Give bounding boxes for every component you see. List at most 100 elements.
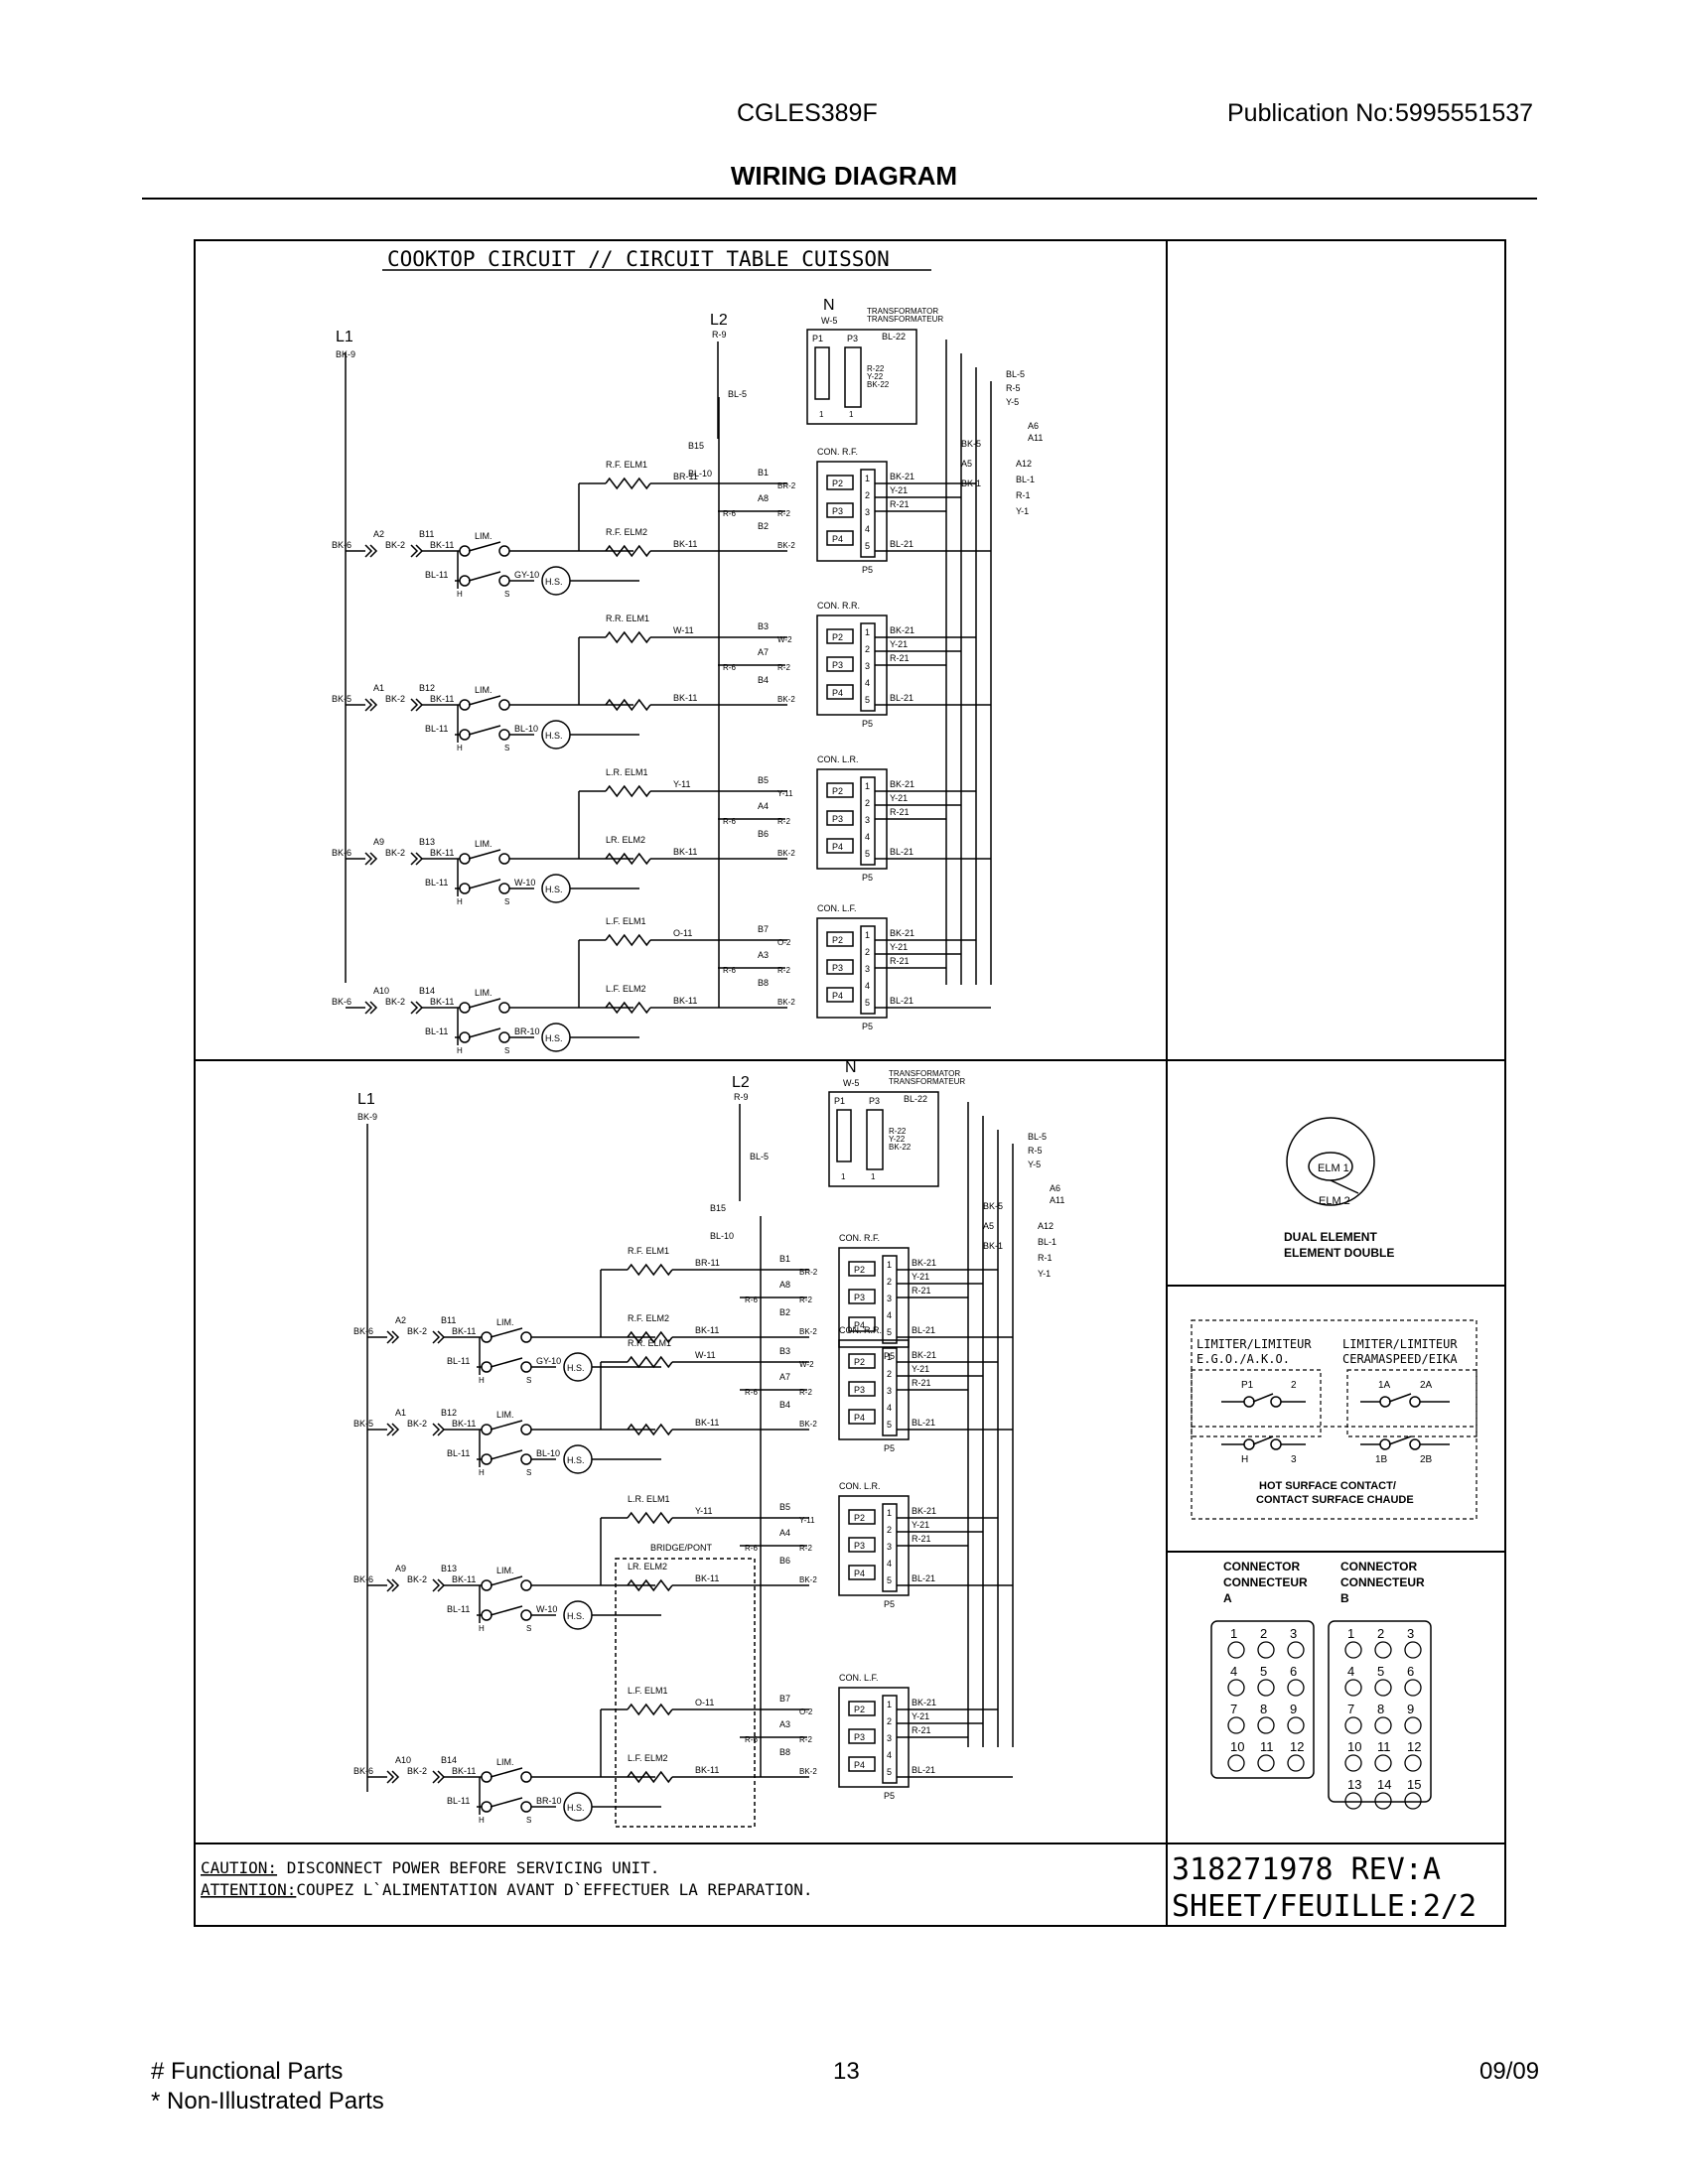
wire-label: BK-22	[889, 1143, 912, 1152]
connector-pins	[860, 622, 876, 712]
connector-pins	[860, 776, 876, 866]
wire-label: H	[457, 590, 463, 599]
plug-label: P2	[832, 632, 843, 642]
plug-label: P4	[832, 991, 843, 1001]
n-label: N	[823, 297, 835, 314]
wire-label: A9	[395, 1564, 406, 1573]
pin-number: 3	[865, 964, 870, 974]
wire-label: R-2	[777, 817, 790, 826]
plug-label: P3	[854, 1541, 865, 1551]
switch-blade	[468, 1027, 501, 1038]
connector-chevron	[369, 852, 378, 866]
non-illustrated-note: * Non-Illustrated Parts	[151, 2088, 384, 2115]
pin-socket	[1257, 1679, 1275, 1697]
wire-label: BK-2	[799, 1575, 817, 1584]
wire-label: BK-11	[695, 1418, 719, 1428]
wire-label: R-22	[889, 1127, 907, 1136]
wire-label: L.F. ELM1	[606, 916, 646, 926]
connector-a-en: CONNECTOR	[1223, 1560, 1300, 1573]
pin-number: 2	[1377, 1626, 1384, 1641]
wire-label: H.S.	[545, 577, 563, 587]
wire-label: BK-5	[983, 1201, 1003, 1211]
pin-number: 1	[865, 627, 870, 637]
wire-label: A6	[1050, 1183, 1060, 1193]
wire-label: A3	[758, 950, 769, 960]
wire-label: A2	[373, 529, 384, 539]
wire-label: R-6	[723, 663, 736, 672]
page-number: 13	[833, 2058, 860, 2085]
wire-label: TRANSFORMATEUR	[867, 315, 943, 324]
wire-label: R.R. ELM1	[628, 1338, 671, 1348]
wire-label: Y-5	[1006, 397, 1019, 407]
limiter-1b: 1B	[1375, 1454, 1388, 1465]
caution-label: CAUTION:	[201, 1858, 277, 1877]
wire-label: BK-11	[430, 848, 454, 858]
wire-label: BK-2	[385, 694, 405, 704]
publication-number: 5995551537	[1395, 99, 1534, 127]
transformer-plug	[866, 1109, 884, 1170]
wire-label: R-21	[890, 653, 910, 663]
wire-label: BR-11	[695, 1258, 720, 1268]
wire-label: BL-5	[1028, 1132, 1047, 1142]
connector-pins	[860, 469, 876, 558]
wire-label: BL-5	[1006, 369, 1025, 379]
wire-label: BK-6	[353, 1574, 373, 1584]
wire-label: B1	[779, 1254, 790, 1264]
wire-label: W-10	[514, 878, 535, 887]
plug-label: P4	[832, 534, 843, 544]
wire-label: B12	[419, 683, 435, 693]
wire-label: LIM.	[475, 531, 492, 541]
wire-label: BK-5	[353, 1419, 373, 1429]
wire-label: BL-21	[890, 539, 914, 549]
connector-chevron	[369, 544, 378, 558]
pin-number: 1	[1230, 1626, 1237, 1641]
wire-label: P1	[812, 334, 823, 343]
wire-label: BK-2	[407, 1574, 427, 1584]
pin-number: 5	[865, 998, 870, 1008]
limiter-symbols	[1221, 1393, 1450, 1450]
wire-label: 1	[819, 410, 824, 419]
heating-element-coil	[627, 1511, 673, 1525]
pin-number: 3	[865, 507, 870, 517]
connector-label: CON. L.R.	[839, 1481, 881, 1491]
pin-number: 14	[1377, 1777, 1391, 1792]
wire-label: BK-11	[695, 1573, 719, 1583]
connector-chevron	[391, 1330, 400, 1344]
limiter-pin-2: 2	[1291, 1380, 1297, 1391]
connector-chevron	[432, 1578, 441, 1592]
plug-label: P3	[854, 1293, 865, 1302]
connector-chevron	[364, 544, 373, 558]
connector-plug	[848, 1509, 876, 1525]
connector-plug	[826, 628, 854, 644]
pin-socket	[1344, 1716, 1362, 1734]
attention-label: ATTENTION:	[201, 1880, 296, 1899]
plug-label: P2	[832, 478, 843, 488]
wire-label: B8	[758, 978, 769, 988]
circuit-title: COOKTOP CIRCUIT // CIRCUIT TABLE CUISSON	[387, 247, 890, 271]
wire-label: R-2	[799, 1735, 812, 1744]
connector-a-letter: A	[1223, 1591, 1232, 1605]
switch-contact	[481, 1331, 492, 1343]
wire-label: R-2	[777, 663, 790, 672]
pin-number: 5	[1377, 1664, 1384, 1679]
wire-label: BK-21	[912, 1506, 936, 1516]
wire-label: BK-2	[777, 695, 795, 704]
wire-label: B1	[758, 468, 769, 478]
wire-label: O-11	[673, 928, 692, 938]
wire-label: R-5	[1006, 383, 1021, 393]
wire-label: B2	[758, 521, 769, 531]
bridge-outline	[615, 1558, 756, 1828]
switch-contact	[498, 575, 510, 587]
connector-plug	[848, 1537, 876, 1553]
connector-chevron	[364, 852, 373, 866]
wire-label: H.S.	[567, 1363, 585, 1373]
connector-plug	[826, 684, 854, 700]
connector-pins	[860, 925, 876, 1015]
wire-label: BK-11	[452, 1419, 476, 1429]
wire-label: L.R. ELM1	[606, 767, 648, 777]
wire-label: H	[479, 1816, 485, 1825]
limiter-1a: 1A	[1378, 1380, 1391, 1391]
wire-label: BK-21	[890, 625, 914, 635]
wire-label: R-2	[777, 966, 790, 975]
